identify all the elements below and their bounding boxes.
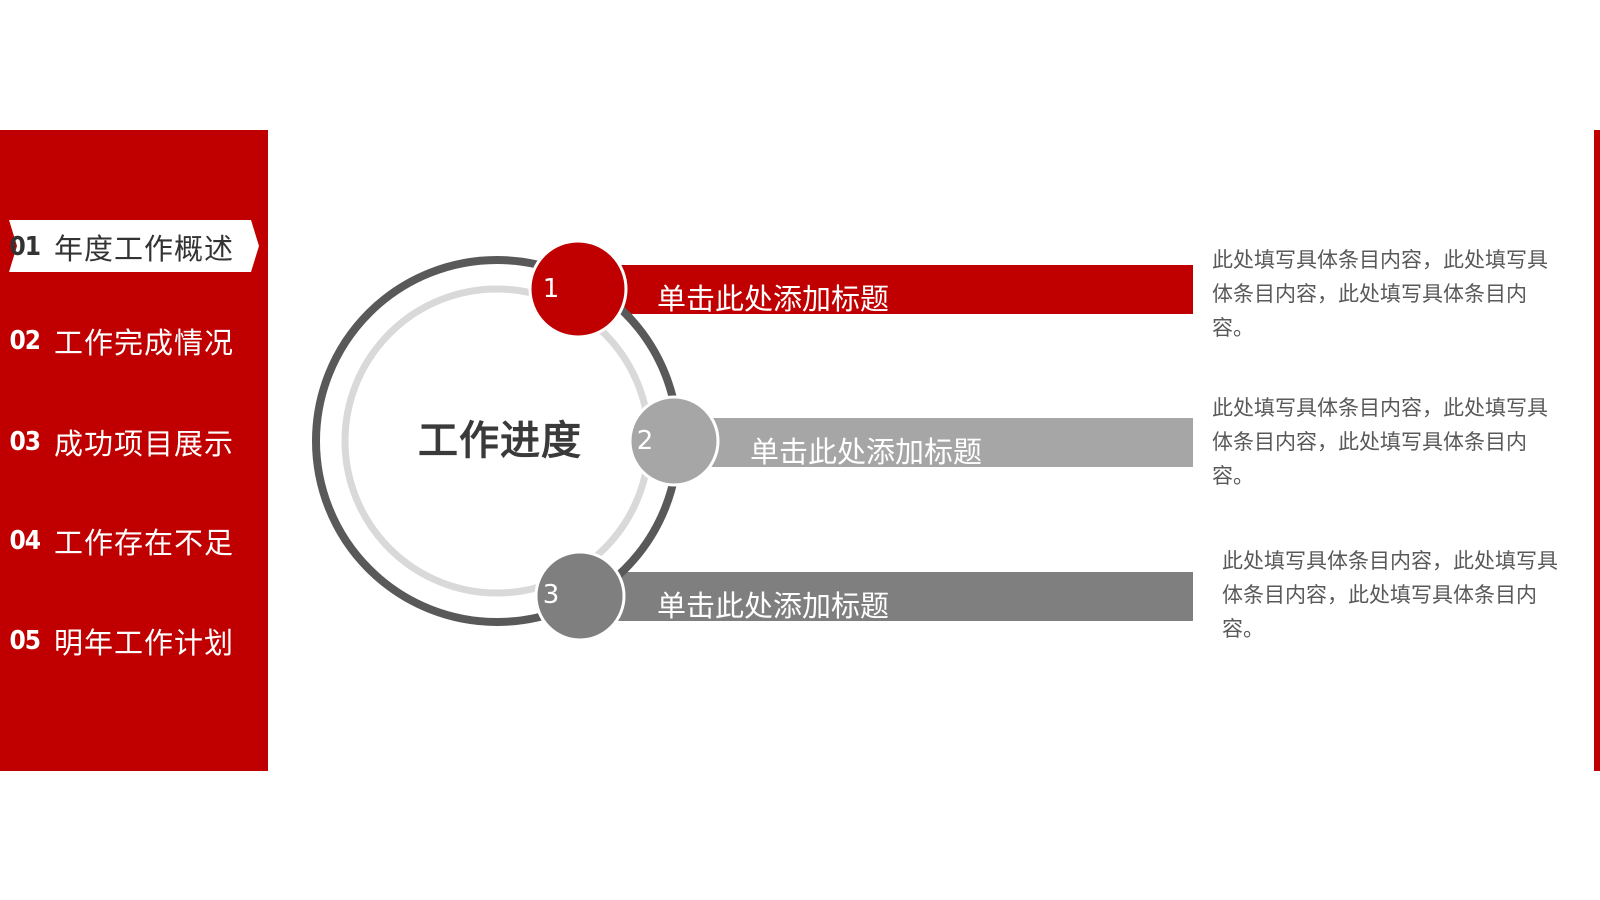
nav-item-number: 05 [9,626,41,656]
step-3-bar [580,572,1193,621]
step-2-description: 此处填写具体条目内容，此处填写具体条目内容，此处填写具体条目内容。 [1212,396,1548,488]
step-2-bar [680,418,1193,467]
active-tab-marker [9,220,259,272]
nav-item-number: 02 [9,326,41,356]
nav-item-label: 工作存在不足 [54,526,235,560]
nav-item-number: 01 [9,232,41,262]
step-3-badge [534,550,626,642]
nav-item-label: 年度工作概述 [54,232,235,266]
step-2-number: 2 [636,426,654,456]
nav-item-number: 04 [9,526,41,556]
nav-item-annual-overview[interactable]: 01 年度工作概述 [0,220,268,274]
step-1-bar [580,265,1193,314]
nav-item-next-year-plan[interactable]: 05 明年工作计划 [0,614,268,668]
step-3-description: 此处填写具体条目内容，此处填写具体条目内容，此处填写具体条目内容。 [1222,549,1558,641]
step-3-title[interactable]: 单击此处添加标题 [657,589,890,623]
nav-item-label: 明年工作计划 [54,626,235,660]
nav-item-shortcomings[interactable]: 04 工作存在不足 [0,514,268,568]
step-3-number: 3 [542,580,560,610]
nav-item-label: 成功项目展示 [54,427,235,461]
nav-item-successful-projects[interactable]: 03 成功项目展示 [0,415,268,469]
step-1-number: 1 [542,274,560,304]
step-2-badge [628,395,720,487]
nav-item-label: 工作完成情况 [54,326,235,360]
nav-item-number: 03 [9,427,41,457]
step-1-badge [528,239,628,339]
step-1-title[interactable]: 单击此处添加标题 [657,282,890,316]
nav-item-work-completion[interactable]: 02 工作完成情况 [0,314,268,368]
center-title: 工作进度 [418,418,582,464]
right-edge-accent [1594,130,1600,771]
step-2-title[interactable]: 单击此处添加标题 [750,435,983,469]
step-1-description: 此处填写具体条目内容，此处填写具体条目内容，此处填写具体条目内容。 [1212,248,1548,340]
